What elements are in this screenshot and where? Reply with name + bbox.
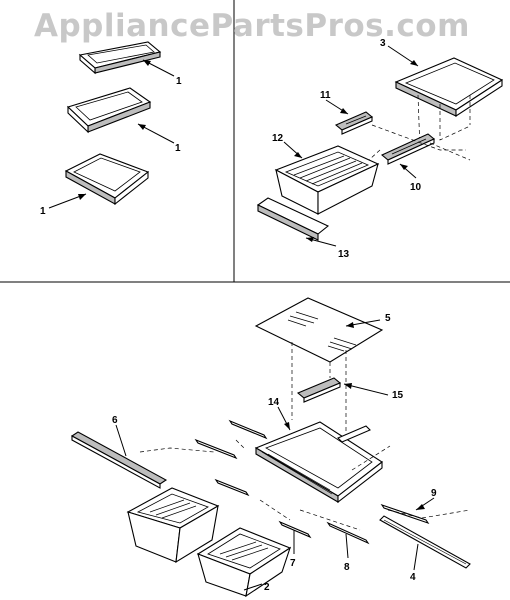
arrowhead-3: [410, 60, 418, 66]
callout-4: 4: [410, 572, 416, 583]
trim-6: [70, 431, 168, 489]
shelf-frame-14: [254, 421, 383, 504]
arrowhead-15: [344, 383, 352, 389]
callout-14: 14: [268, 397, 280, 408]
callout-15: 15: [392, 390, 404, 401]
callout-5: 5: [385, 313, 391, 324]
leader-6: [115, 424, 127, 457]
callout-1a: 1: [176, 76, 182, 87]
watermark: AppliancePartsPros.com: [34, 8, 470, 44]
arrowhead-14: [284, 422, 290, 430]
arrowhead-1c: [78, 194, 86, 200]
glass-panel-5: [254, 297, 384, 363]
glass-dashes: [291, 342, 347, 436]
callout-9: 9: [431, 488, 437, 499]
callout-6: 6: [112, 415, 118, 426]
leader-4: [413, 543, 419, 571]
callout-1c: 1: [40, 206, 46, 217]
callout-3: 3: [380, 38, 386, 49]
arrowhead-10: [400, 164, 408, 170]
arrowhead-1a: [143, 60, 151, 66]
cover-13: [256, 197, 330, 241]
rail-10: [380, 133, 436, 165]
callout-2: 2: [264, 582, 270, 593]
shelf-3: [394, 57, 504, 118]
arrowhead-5: [346, 322, 354, 328]
arrowhead-11: [340, 108, 348, 114]
arrowhead-1b: [138, 124, 146, 130]
shelf-1c: [64, 153, 150, 206]
trim-4: [379, 515, 471, 569]
small-rails: [194, 419, 430, 545]
leader-2: [243, 583, 263, 591]
rail-15: [296, 377, 342, 403]
crisper-right-2: [196, 527, 292, 598]
callout-8: 8: [344, 562, 350, 573]
callout-7: 7: [290, 558, 296, 569]
arrowhead-13: [306, 237, 314, 242]
crisper-12: [274, 145, 380, 215]
rail-11: [334, 111, 374, 135]
shelf-1b: [66, 87, 152, 134]
arrowhead-12: [294, 152, 302, 158]
callout-12: 12: [272, 133, 284, 144]
arrowhead-9: [416, 504, 425, 510]
bottom-dashes: [139, 439, 471, 531]
shelf-1a: [78, 41, 162, 75]
crisper-left: [126, 487, 220, 564]
leader-8: [345, 533, 349, 559]
callout-11: 11: [320, 90, 331, 101]
callout-1b: 1: [175, 143, 181, 154]
callout-13: 13: [338, 249, 350, 260]
callout-10: 10: [410, 182, 422, 193]
